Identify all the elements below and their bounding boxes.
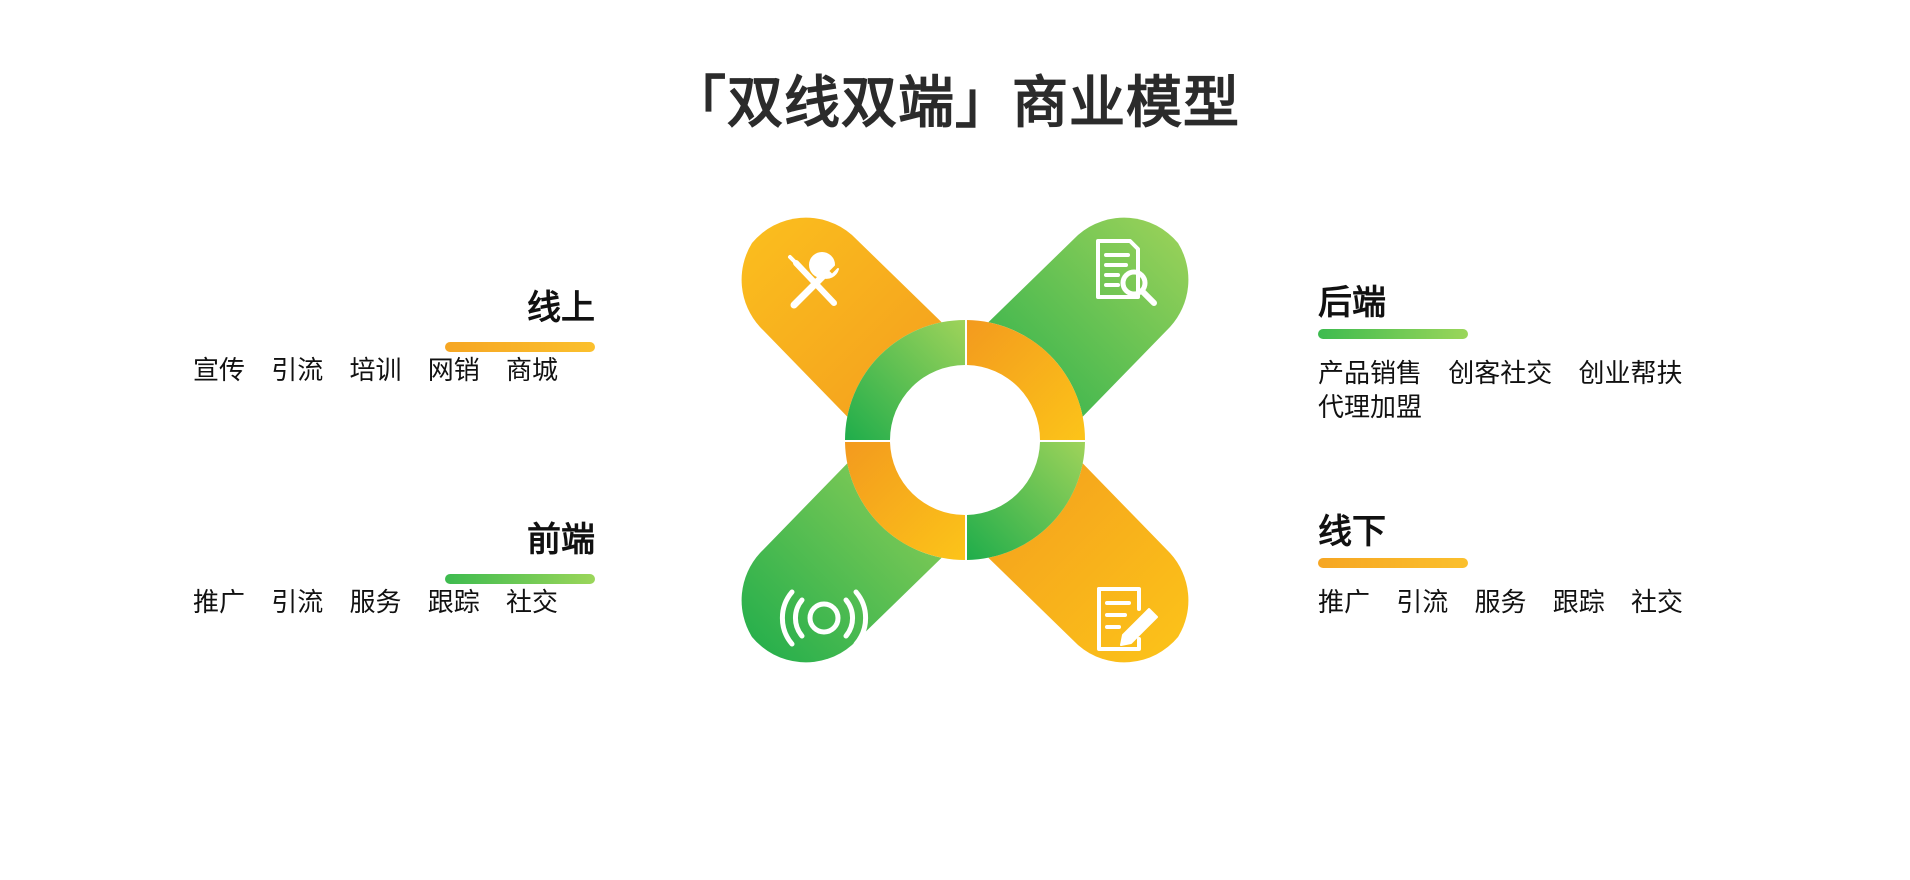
ring-quadrant-bottom-left xyxy=(845,442,965,560)
tools-icon xyxy=(788,252,839,309)
offline-bar xyxy=(1318,558,1468,568)
frontend-heading: 前端 xyxy=(527,520,595,560)
ring-quadrant-top-right xyxy=(967,320,1085,440)
online-block: 线上 宣传 引流 培训 网销 商城 xyxy=(193,288,613,428)
ring-quadrant-top-left xyxy=(845,320,965,440)
broadcast-icon xyxy=(779,589,869,647)
offline-desc: 推广 引流 服务 跟踪 社交 xyxy=(1318,588,1684,618)
online-heading: 线上 xyxy=(527,288,595,328)
backend-block: 后端 产品销售 创客社交 创业帮扶 代理加盟 xyxy=(1318,283,1738,425)
x-diagram xyxy=(741,217,1189,663)
document-search-icon xyxy=(1096,239,1157,306)
online-desc: 宣传 引流 培训 网销 商城 xyxy=(193,356,559,386)
backend-bar xyxy=(1318,329,1468,339)
ring-quadrant-bottom-right xyxy=(967,442,1085,560)
backend-desc: 产品销售 创客社交 创业帮扶 代理加盟 xyxy=(1318,359,1683,423)
offline-block: 线下 推广 引流 服务 跟踪 社交 xyxy=(1318,512,1738,620)
frontend-block: 前端 推广 引流 服务 跟踪 社交 xyxy=(193,520,613,660)
edit-document-icon xyxy=(1097,587,1158,651)
backend-heading: 后端 xyxy=(1318,283,1386,323)
frontend-desc: 推广 引流 服务 跟踪 社交 xyxy=(193,588,559,618)
frontend-bar xyxy=(445,574,595,584)
online-bar xyxy=(445,342,595,352)
offline-heading: 线下 xyxy=(1318,512,1386,552)
center-ring xyxy=(845,320,1085,560)
page-title: 「双线双端」商业模型 xyxy=(670,71,1240,136)
